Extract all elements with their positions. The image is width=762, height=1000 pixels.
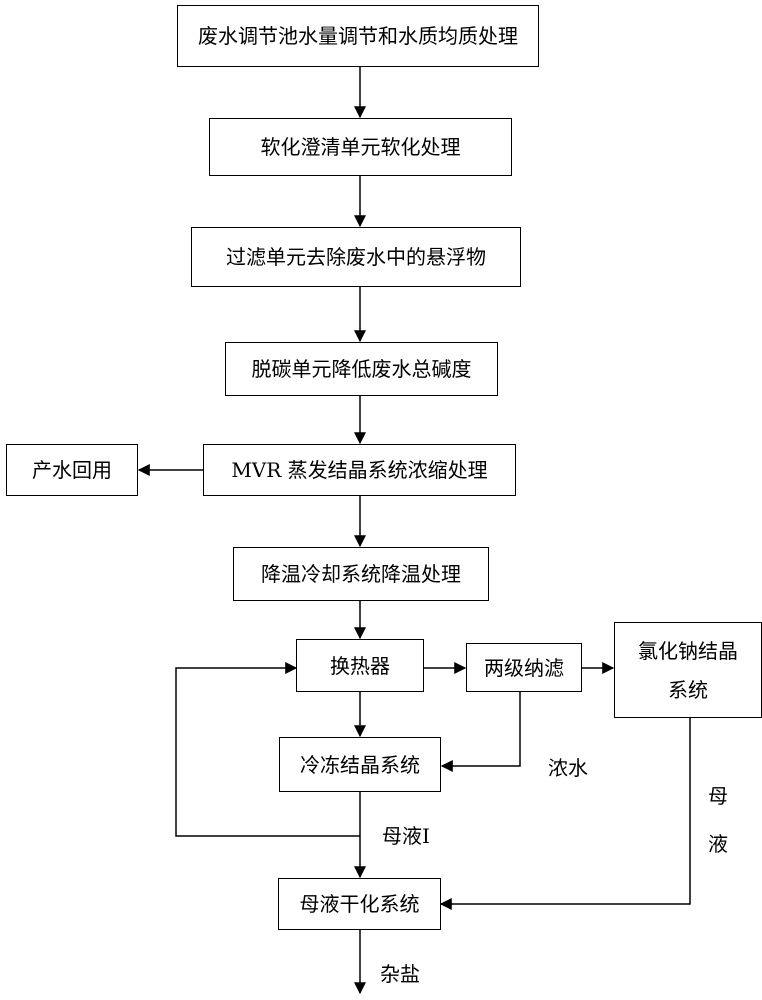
- label-mother-liquor-1: 母液I: [382, 824, 430, 848]
- node-cooling: 降温冷却系统降温处理: [233, 547, 489, 601]
- node-filtration: 过滤单元去除废水中的悬浮物: [191, 227, 521, 287]
- arrow-recycle-n8: [175, 662, 360, 837]
- node-nacl-crystallization: 氯化钠结晶 系统: [614, 622, 762, 718]
- node-label: 脱碳单元降低废水总碱度: [251, 357, 472, 381]
- label-mother-liquor-vertical-2: 液: [708, 832, 728, 856]
- node-wastewater-equalization: 废水调节池水量调节和水质均质处理: [177, 5, 539, 67]
- node-mother-liquor-drying: 母液干化系统: [278, 878, 441, 930]
- node-mvr-evaporation: MVR 蒸发结晶系统浓缩处理: [203, 444, 516, 496]
- node-label: 两级纳滤: [484, 655, 564, 680]
- node-label: 母液干化系统: [299, 892, 420, 916]
- label-concentrate: 浓水: [548, 756, 588, 780]
- node-freeze-crystallization: 冷冻结晶系统: [279, 737, 441, 792]
- node-water-reuse: 产水回用: [6, 444, 138, 496]
- node-two-stage-nanofiltration: 两级纳滤: [466, 643, 582, 692]
- node-label-line2: 系统: [668, 677, 708, 702]
- label-mother-liquor-vertical-1: 母: [708, 784, 728, 808]
- node-label: 换热器: [330, 653, 390, 678]
- node-decarbonization: 脱碳单元降低废水总碱度: [225, 342, 498, 396]
- node-label: 降温冷却系统降温处理: [261, 562, 461, 586]
- node-label: 冷冻结晶系统: [300, 752, 420, 777]
- node-label: 废水调节池水量调节和水质均质处理: [198, 24, 518, 48]
- label-mixed-salt: 杂盐: [380, 962, 420, 986]
- arrow-n9-n11: [440, 692, 521, 772]
- node-label: 产水回用: [32, 458, 112, 482]
- node-softening: 软化澄清单元软化处理: [209, 118, 512, 176]
- node-label: MVR 蒸发结晶系统浓缩处理: [231, 458, 488, 482]
- node-heat-exchanger: 换热器: [296, 639, 424, 692]
- node-label: 过滤单元去除废水中的悬浮物: [226, 245, 486, 269]
- node-label: 软化澄清单元软化处理: [260, 135, 461, 159]
- arrow-n10-n12: [439, 718, 691, 910]
- node-label-line1: 氯化钠结晶: [638, 638, 738, 663]
